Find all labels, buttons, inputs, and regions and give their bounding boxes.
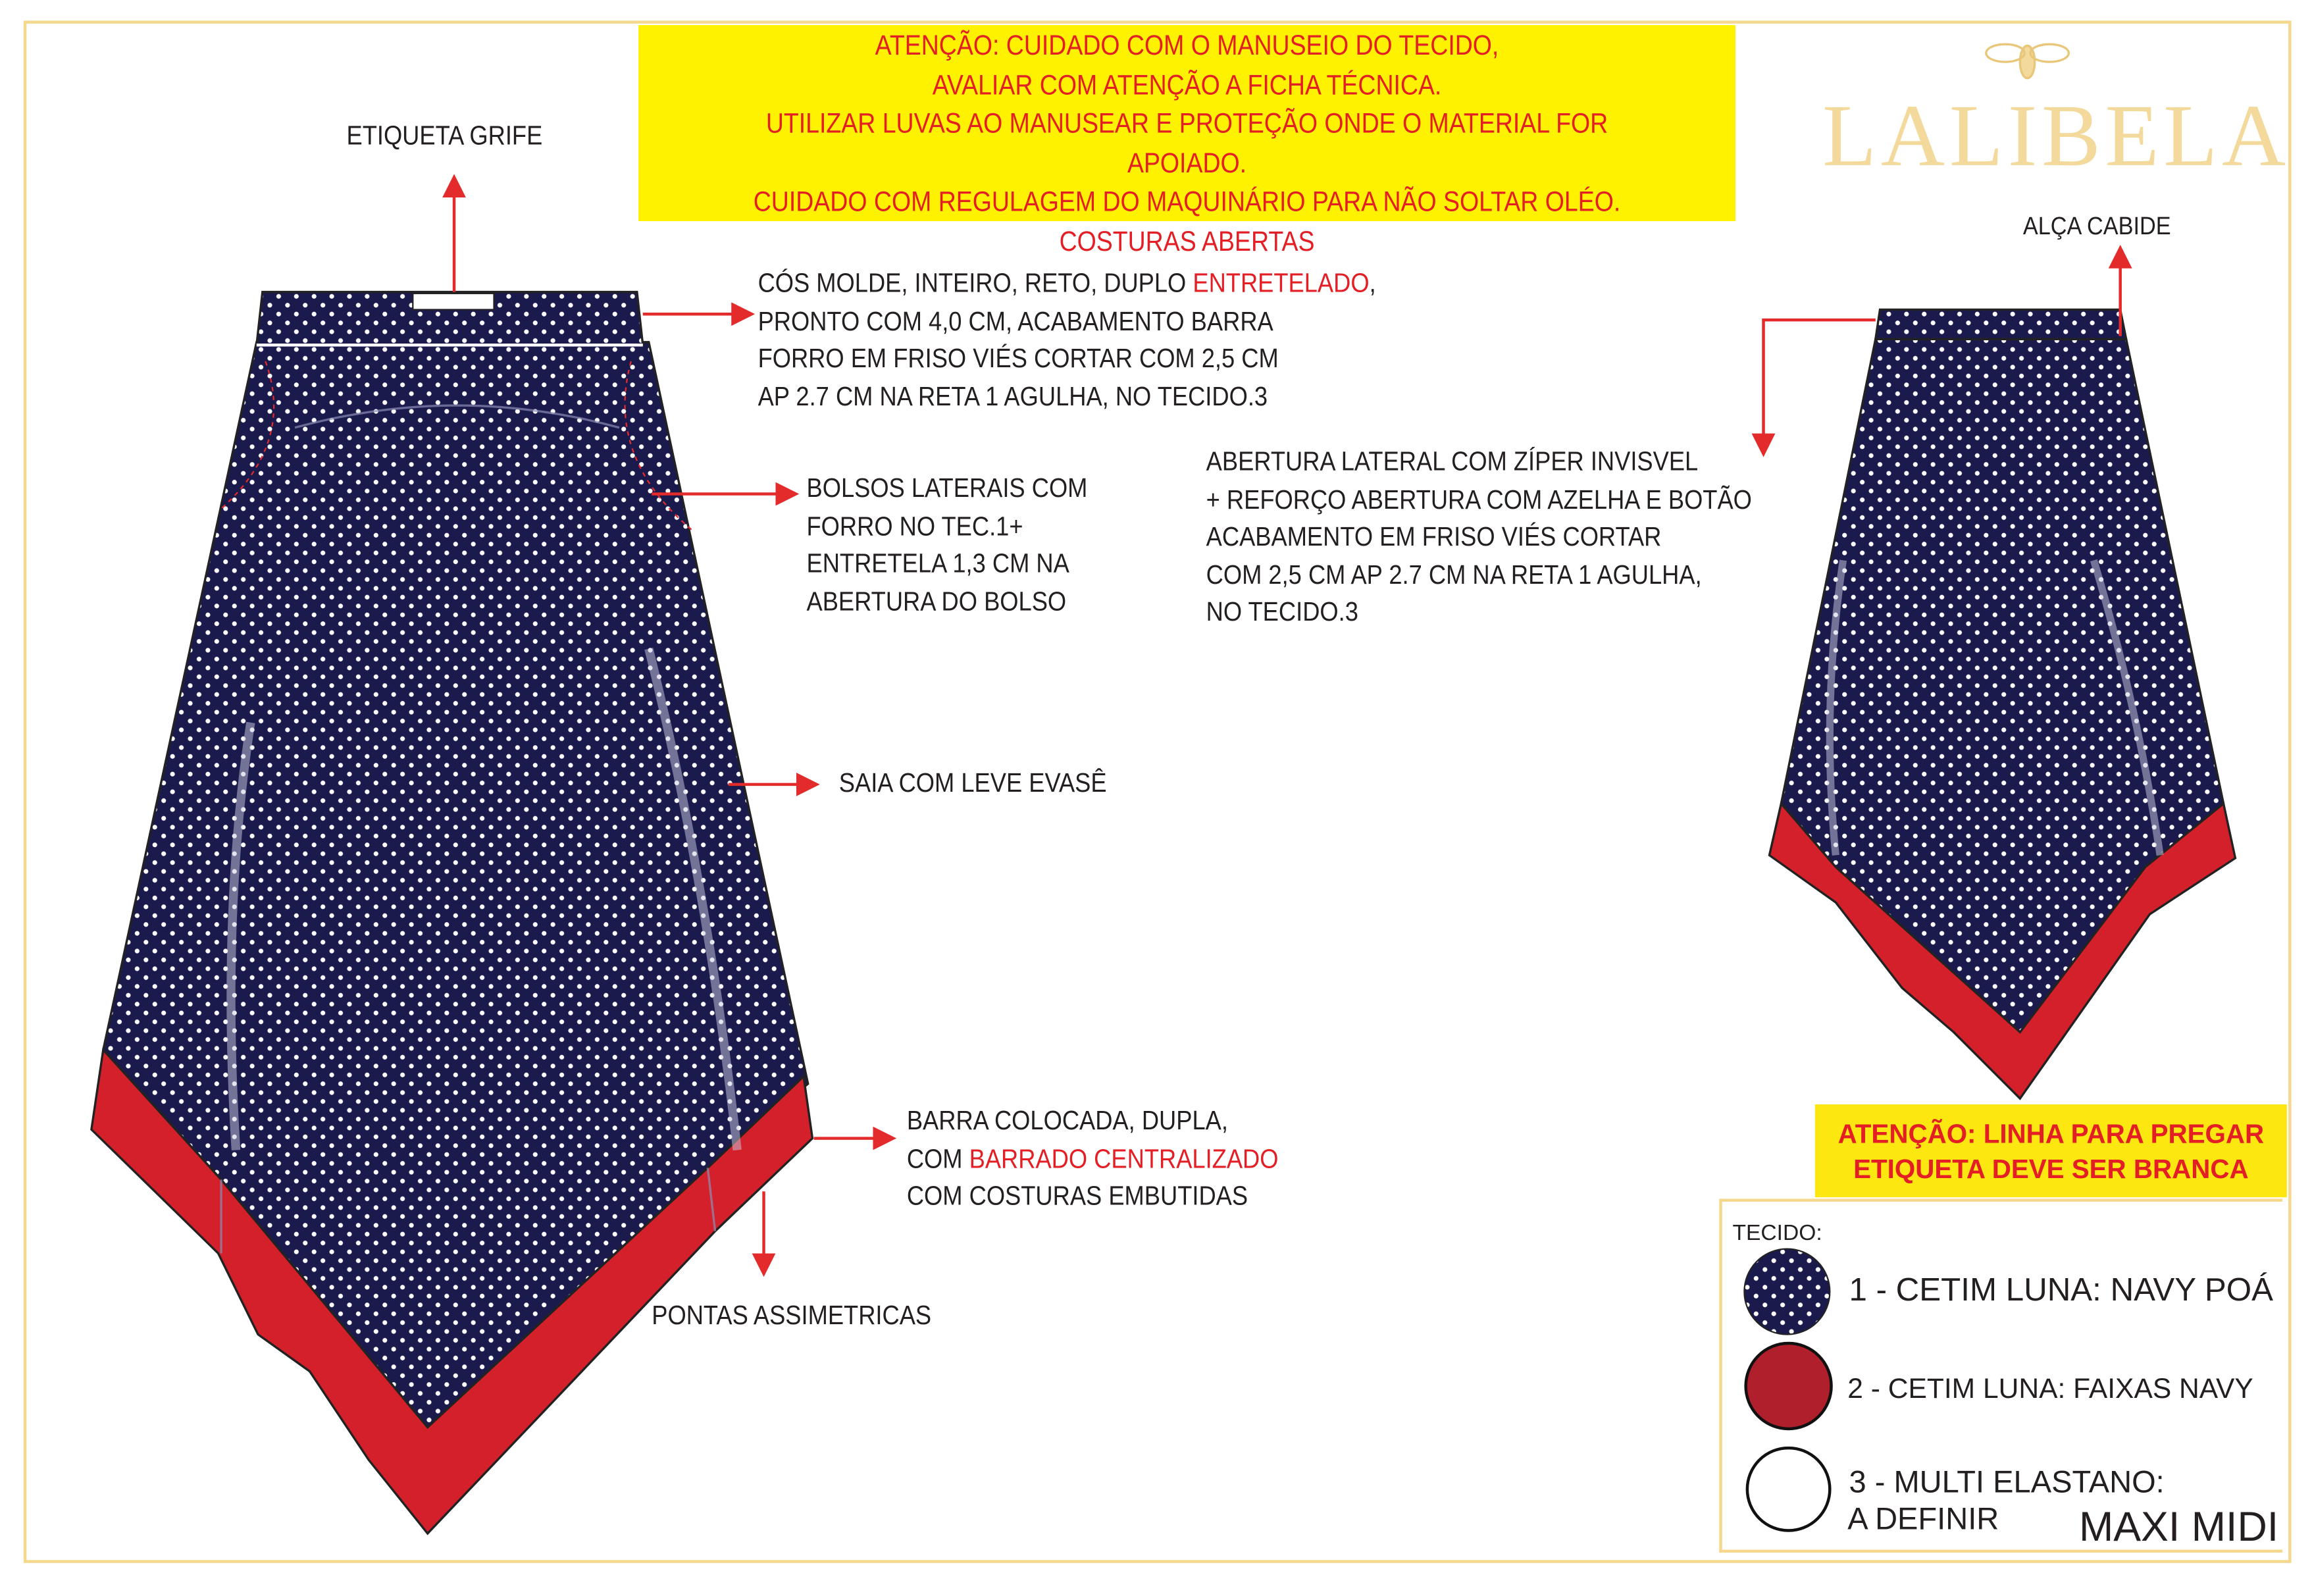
swatch-red bbox=[1744, 1341, 1833, 1431]
abertura-line: ACABAMENTO EM FRISO VIÉS CORTAR bbox=[1206, 522, 1662, 552]
back-skirt-hem-band bbox=[1768, 801, 2237, 1100]
abertura-line: ABERTURA LATERAL COM ZÍPER INVISVEL bbox=[1206, 446, 1699, 476]
warning-line: COSTURAS ABERTAS bbox=[1059, 226, 1315, 257]
legend-swatches bbox=[1743, 1248, 1833, 1532]
label-bolsos: BOLSOS LATERAIS COM FORRO NO TEC.1+ ENTR… bbox=[806, 471, 1087, 621]
back-waistband bbox=[1874, 308, 2128, 340]
thread-warning-box: ATENÇÃO: LINHA PARA PREGAR ETIQUETA DEVE… bbox=[1814, 1104, 2287, 1198]
thread-warning-line: ATENÇÃO: LINHA PARA PREGAR bbox=[1837, 1119, 2265, 1149]
handling-warning-box: ATENÇÃO: CUIDADO COM O MANUSEIO DO TECID… bbox=[638, 25, 1735, 257]
bolsos-line: BOLSOS LATERAIS COM bbox=[806, 473, 1088, 503]
model-name: MAXI MIDI bbox=[2078, 1504, 2279, 1550]
abertura-line: COM 2,5 CM AP 2.7 CM NA RETA 1 AGULHA, bbox=[1206, 559, 1702, 590]
brand-label bbox=[412, 292, 495, 311]
legend-title: TECIDO: bbox=[1732, 1221, 1822, 1247]
label-pontas: PONTAS ASSIMETRICAS bbox=[652, 1300, 932, 1330]
label-etiqueta-grife: ETIQUETA GRIFE bbox=[346, 120, 543, 151]
label-cos: CÓS MOLDE, INTEIRO, RETO, DUPLO ENTRETEL… bbox=[758, 265, 1376, 416]
barra-line: COM COSTURAS EMBUTIDAS bbox=[906, 1181, 1248, 1211]
bolsos-line: FORRO NO TEC.1+ bbox=[806, 511, 1023, 541]
legend-item-2: 2 - CETIM LUNA: FAIXAS NAVY bbox=[1847, 1374, 2253, 1406]
barra-line: BARRA COLOCADA, DUPLA, bbox=[906, 1106, 1228, 1136]
warning-line: AVALIAR COM ATENÇÃO A FICHA TÉCNICA. bbox=[932, 70, 1442, 101]
barra-line: COM bbox=[906, 1143, 969, 1173]
cos-comma: , bbox=[1369, 268, 1376, 298]
brand-logo: LALIBELA bbox=[1822, 87, 2290, 185]
label-abertura: ABERTURA LATERAL COM ZÍPER INVISVEL + RE… bbox=[1206, 444, 1752, 632]
bolsos-line: ENTRETELA 1,3 CM NA bbox=[806, 548, 1069, 579]
fabric-legend bbox=[1719, 1198, 2283, 1553]
legend-item-3-detail: A DEFINIR bbox=[1847, 1502, 1999, 1537]
cos-line: FORRO EM FRISO VIÉS CORTAR COM 2,5 CM bbox=[758, 344, 1279, 373]
warning-line: ATENÇÃO: CUIDADO COM O MANUSEIO DO TECID… bbox=[875, 31, 1499, 63]
label-saia: SAIA COM LEVE EVASÊ bbox=[838, 768, 1107, 798]
swatch-white bbox=[1745, 1446, 1832, 1532]
warning-line: UTILIZAR LUVAS AO MANUSEAR E PROTEÇÃO ON… bbox=[765, 109, 1608, 180]
label-alca-cabide: ALÇA CABIDE bbox=[2022, 212, 2171, 241]
barra-highlight: BARRADO CENTRALIZADO bbox=[969, 1143, 1279, 1173]
front-skirt-hem-band bbox=[90, 1047, 814, 1535]
cos-highlight: ENTRETELADO bbox=[1193, 268, 1370, 298]
label-barra: BARRA COLOCADA, DUPLA, COM BARRADO CENTR… bbox=[907, 1103, 1279, 1216]
thread-warning-line: ETIQUETA DEVE SER BRANCA bbox=[1853, 1154, 2249, 1185]
legend-item-1: 1 - CETIM LUNA: NAVY POÁ bbox=[1849, 1271, 2274, 1308]
cos-line: CÓS MOLDE, INTEIRO, RETO, DUPLO bbox=[758, 268, 1193, 298]
abertura-line: + REFORÇO ABERTURA COM AZELHA E BOTÃO bbox=[1206, 484, 1752, 514]
abertura-line: NO TECIDO.3 bbox=[1206, 597, 1358, 627]
bee-logo-icon bbox=[1985, 43, 2070, 80]
bolsos-line: ABERTURA DO BOLSO bbox=[806, 586, 1067, 616]
legend-item-3: 3 - MULTI ELASTANO: bbox=[1849, 1465, 2165, 1500]
page-frame bbox=[23, 20, 2292, 1563]
cos-line: AP 2.7 CM NA RETA 1 AGULHA, NO TECIDO.3 bbox=[758, 381, 1268, 411]
annotation-arrows bbox=[442, 174, 2132, 1277]
back-skirt-body bbox=[1780, 338, 2225, 1034]
cos-line: PRONTO COM 4,0 CM, ACABAMENTO BARRA bbox=[758, 305, 1273, 336]
back-skirt bbox=[1768, 308, 2237, 1100]
warning-line: CUIDADO COM REGULAGEM DO MAQUINÁRIO PARA… bbox=[753, 187, 1621, 219]
front-skirt bbox=[90, 290, 814, 1535]
swatch-navy-poa bbox=[1743, 1248, 1831, 1335]
